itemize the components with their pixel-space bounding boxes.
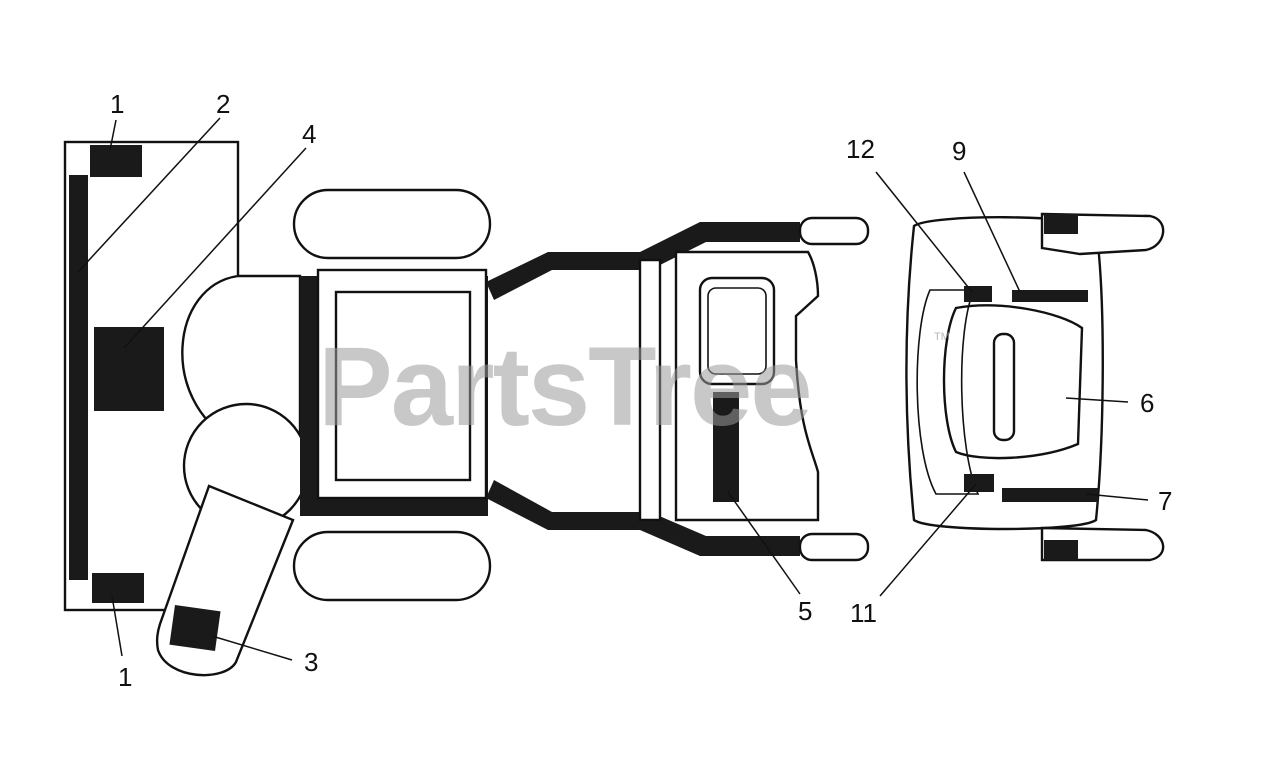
side-panel-left (916, 289, 980, 495)
callouts: 1 2 4 1 3 5 12 9 6 7 11 (110, 89, 1172, 692)
leader-9 (963, 171, 1021, 293)
rear-axle-upper (798, 216, 870, 246)
callout-5: 5 (798, 596, 812, 626)
decal-1-bottom (92, 573, 144, 603)
decal-5 (713, 392, 739, 502)
callout-11: 11 (850, 598, 877, 628)
callout-9: 9 (952, 136, 966, 166)
callout-3: 3 (304, 647, 318, 677)
rear-axle-lower (798, 532, 870, 562)
leader-1-top (109, 119, 117, 151)
fuel-cap-inner (707, 287, 767, 375)
tire-front-lower (292, 530, 492, 602)
leader-11 (879, 483, 977, 597)
decal-1-top (90, 145, 142, 177)
handle-grip-lower (1044, 540, 1078, 560)
callout-7: 7 (1158, 486, 1172, 516)
leader-3 (211, 635, 293, 661)
leader-12 (875, 171, 973, 293)
callout-2: 2 (216, 89, 230, 119)
frame-member (638, 258, 662, 522)
leader-lines (77, 117, 1149, 661)
leader-4 (123, 147, 307, 349)
callout-1-bottom: 1 (118, 662, 132, 692)
tire-front-upper (292, 188, 492, 260)
seat-slot (992, 332, 1016, 442)
leader-6 (1065, 397, 1129, 403)
mower-top-view (63, 140, 870, 677)
decal-4 (94, 327, 164, 411)
callout-12: 12 (846, 134, 875, 164)
leader-1-bottom (111, 595, 123, 657)
decal-11 (964, 474, 994, 492)
decal-9 (1012, 290, 1088, 302)
decal-3 (169, 604, 221, 652)
leader-5 (727, 491, 801, 595)
leader-7 (1085, 493, 1149, 501)
callout-1-top: 1 (110, 89, 124, 119)
watermark-trademark: TM (934, 331, 950, 343)
fuel-cap-outer (698, 276, 776, 386)
handle-grip-upper (1044, 214, 1078, 234)
decal-2-strip (69, 175, 88, 580)
callout-4: 4 (302, 119, 316, 149)
leader-2 (77, 117, 221, 273)
watermark-text: PartsTree (318, 324, 811, 449)
seat-pan (334, 290, 472, 482)
decal-7 (1002, 488, 1098, 502)
callout-6: 6 (1140, 388, 1154, 418)
rear-view (905, 212, 1165, 562)
